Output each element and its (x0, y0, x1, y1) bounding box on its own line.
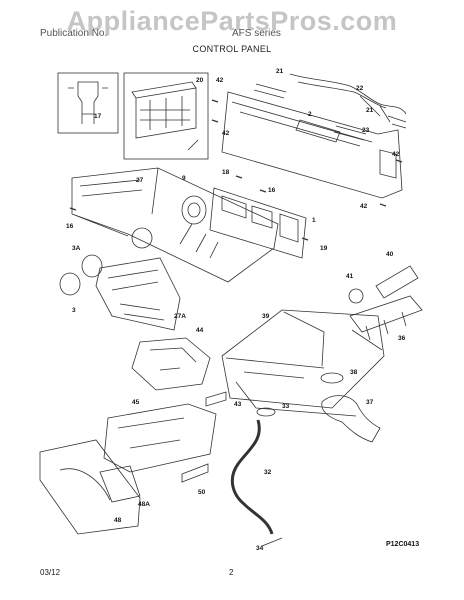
mounting-screws (69, 99, 403, 241)
part-1-control-board (209, 187, 307, 259)
part-label-16: 16 (268, 187, 276, 194)
part-label-21: 21 (366, 107, 374, 114)
part-34-hose-end (261, 537, 283, 547)
part-label-44: 44 (196, 327, 204, 334)
part-label-27: 27 (136, 177, 144, 184)
part-27-knob-opening (131, 227, 153, 249)
part-label-27a: 27A (174, 313, 186, 320)
part-label-1: 1 (312, 217, 316, 224)
part-48-drawer-front (39, 439, 141, 535)
part-39-dispenser-housing (221, 309, 385, 417)
model-number-partial: AFS series (232, 28, 281, 39)
part-label-48: 48 (114, 517, 122, 524)
part-17-connector (68, 81, 108, 124)
part-label-16: 16 (66, 223, 74, 230)
page-title: CONTROL PANEL (192, 44, 272, 54)
part-label-34: 34 (256, 545, 264, 552)
part-40-vent-tube (375, 265, 419, 299)
inset-box-17 (57, 72, 119, 134)
part-label-42: 42 (222, 130, 230, 137)
part-label-41: 41 (346, 273, 354, 280)
part-label-22: 22 (356, 85, 364, 92)
part-50-clip (181, 463, 209, 483)
part-label-19: 19 (320, 245, 328, 252)
part-37-boot-hose (321, 395, 381, 443)
part-2-control-bracket (221, 91, 403, 199)
publication-number-partial: Publication No. (40, 28, 108, 39)
watermark: AppliancePartsPros.com (66, 6, 398, 36)
footer-page-number: 2 (229, 568, 234, 577)
part-label-20: 20 (196, 77, 204, 84)
part-45-drawer-housing (103, 403, 217, 473)
part-36-inlet-valve (349, 295, 423, 351)
part-33-clamp (256, 407, 276, 417)
part-label-37: 37 (366, 399, 374, 406)
part-41-ring (348, 288, 364, 304)
part-3-knob (59, 272, 81, 296)
part-27-console-panel (71, 167, 279, 283)
part-label-17: 17 (94, 113, 102, 120)
part-label-39: 39 (262, 313, 270, 320)
part-label-42: 42 (360, 203, 368, 210)
part-21-trim-bars (253, 83, 367, 141)
part-label-2: 2 (308, 111, 312, 118)
part-21-wire-harness (289, 73, 407, 129)
part-label-42: 42 (392, 151, 400, 158)
part-label-43: 43 (234, 401, 242, 408)
part-label-42: 42 (216, 77, 224, 84)
part-label-40: 40 (386, 251, 394, 258)
inset-box-20 (123, 72, 209, 160)
part-label-9: 9 (182, 175, 186, 182)
part-label-33: 33 (282, 403, 290, 410)
part-label-48a: 48A (138, 501, 150, 508)
diagram-code: P12C0413 (386, 541, 419, 548)
part-9-encoder (181, 195, 207, 225)
part-27a-overlay (95, 257, 181, 331)
part-32-fill-hose (230, 419, 274, 535)
part-38-clamp (320, 372, 344, 384)
part-44-detergent-cup (131, 337, 211, 391)
part-label-3: 3 (72, 307, 76, 314)
part-label-38: 38 (350, 369, 358, 376)
part-label-32: 32 (264, 469, 272, 476)
part-20-button-assembly (131, 81, 199, 151)
part-label-21: 21 (276, 68, 284, 75)
part-label-45: 45 (132, 399, 140, 406)
part-label-3a: 3A (72, 245, 81, 252)
part-label-23: 23 (362, 127, 370, 134)
part-label-50: 50 (198, 489, 206, 496)
part-label-18: 18 (222, 169, 230, 176)
part-9-encoder-hub (187, 202, 201, 218)
part-48a-drawer-liner (99, 465, 141, 503)
footer-date: 03/12 (40, 568, 61, 577)
part-43-clip (205, 391, 227, 407)
part-3a-knob-ring (81, 254, 103, 278)
part-label-36: 36 (398, 335, 406, 342)
